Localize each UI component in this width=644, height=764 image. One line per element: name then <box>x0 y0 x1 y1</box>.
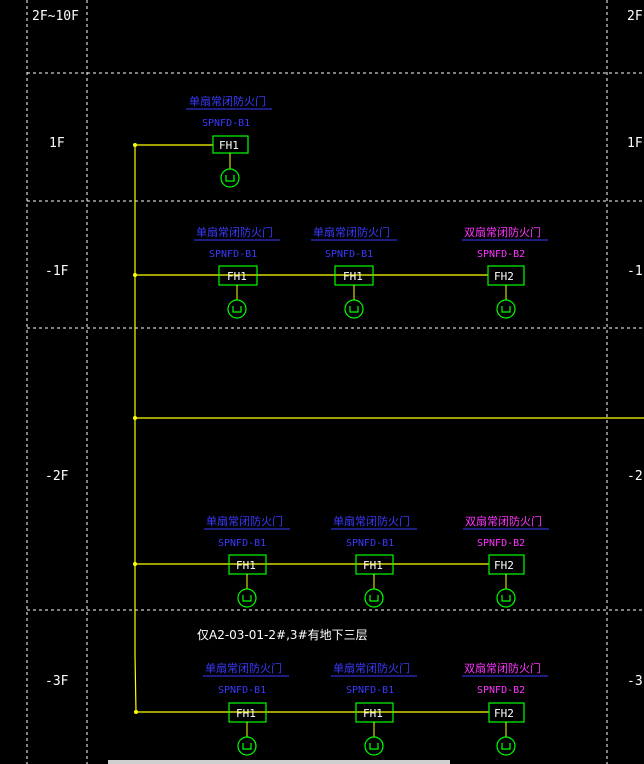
b2-door-2: 单扇常闭防火门 SPNFD-B1 FH1 <box>331 514 417 608</box>
door-name-label: 单扇常闭防火门 <box>206 514 283 528</box>
floor-label-right-b3: -3F <box>627 674 644 689</box>
floor-label-right-b2: -2F <box>627 469 644 484</box>
b3-door-3: 双扇常闭防火门 SPNFD-B2 FH2 <box>462 661 548 756</box>
socket-glyph <box>349 306 359 313</box>
door-release-socket-icon <box>237 588 257 608</box>
fh-module-label: FH1 <box>236 559 256 572</box>
door-release-socket-icon <box>220 168 240 188</box>
door-release-socket-icon <box>237 736 257 756</box>
socket-glyph <box>232 306 242 313</box>
socket-glyph <box>242 743 252 750</box>
socket-glyph <box>242 595 252 602</box>
door-name-label: 双扇常闭防火门 <box>465 514 542 528</box>
door-name-label: 双扇常闭防火门 <box>464 225 541 239</box>
door-release-socket-icon <box>364 588 384 608</box>
floor-label-b1: -1F <box>45 264 69 279</box>
b3-door-1: 单扇常闭防火门 SPNFD-B1 FH1 <box>203 661 289 756</box>
door-code-label: SPNFD-B2 <box>477 538 525 549</box>
fh-module-label: FH2 <box>494 707 514 720</box>
fh-module-label: FH2 <box>494 559 514 572</box>
b2-door-1: 单扇常闭防火门 SPNFD-B1 FH1 <box>204 514 290 608</box>
door-name-label: 单扇常闭防火门 <box>313 225 390 239</box>
fh-module-label: FH1 <box>227 270 247 283</box>
door-release-socket-icon <box>496 736 516 756</box>
socket-glyph <box>225 175 235 182</box>
junction-dot <box>133 273 137 277</box>
door-name-label: 单扇常闭防火门 <box>196 225 273 239</box>
junction-dot <box>133 562 137 566</box>
junction-dot <box>133 143 137 147</box>
door-code-label: SPNFD-B1 <box>218 538 266 549</box>
door-name-label: 单扇常闭防火门 <box>189 94 266 108</box>
fh-module-label: FH1 <box>219 139 239 152</box>
b1-door-1: 单扇常闭防火门 SPNFD-B1 FH1 <box>194 225 280 319</box>
door-name-label: 双扇常闭防火门 <box>464 661 541 675</box>
door-name-label: 单扇常闭防火门 <box>205 661 282 675</box>
fh-module-box[interactable] <box>218 265 258 286</box>
socket-glyph <box>501 595 511 602</box>
floor-label-right-top: 2F <box>627 9 643 24</box>
horizontal-scrollbar[interactable] <box>108 760 450 764</box>
socket-glyph <box>501 743 511 750</box>
junction-dot <box>134 710 138 714</box>
floor-label-2f-10f: 2F~10F <box>32 9 79 24</box>
door-code-label: SPNFD-B1 <box>209 249 257 260</box>
floor-label-b2: -2F <box>45 469 69 484</box>
fh-module-label: FH2 <box>494 270 514 283</box>
door-code-label: SPNFD-B2 <box>477 685 525 696</box>
door-code-label: SPNFD-B1 <box>346 538 394 549</box>
door-code-label: SPNFD-B1 <box>218 685 266 696</box>
b1-door-2: 单扇常闭防火门 SPNFD-B1 FH1 <box>311 225 397 319</box>
door-code-label: SPNFD-B1 <box>202 118 250 129</box>
door-release-socket-icon <box>227 299 247 319</box>
socket-glyph <box>369 595 379 602</box>
floor-label-right-1f: 1F <box>627 136 643 151</box>
socket-glyph <box>369 743 379 750</box>
door-code-label: SPNFD-B2 <box>477 249 525 260</box>
floor-label-b3: -3F <box>45 674 69 689</box>
fh-module-label: FH1 <box>363 559 383 572</box>
door-release-socket-icon <box>496 588 516 608</box>
door-release-socket-icon <box>344 299 364 319</box>
b3-door-2: 单扇常闭防火门 SPNFD-B1 FH1 <box>331 661 417 756</box>
door-name-label: 单扇常闭防火门 <box>333 661 410 675</box>
basement-b3-note: 仅A2-03-01-2#,3#有地下三层 <box>197 628 368 642</box>
main-trunk-line <box>134 145 137 713</box>
b1-door-3: 双扇常闭防火门 SPNFD-B2 FH2 <box>462 225 548 319</box>
fh-module-label: FH1 <box>343 270 363 283</box>
fh-module-label: FH1 <box>236 707 256 720</box>
door-release-socket-icon <box>364 736 384 756</box>
socket-glyph <box>501 306 511 313</box>
junction-dot <box>133 416 137 420</box>
door-release-socket-icon <box>496 299 516 319</box>
door-name-label: 单扇常闭防火门 <box>333 514 410 528</box>
door-code-label: SPNFD-B1 <box>325 249 373 260</box>
b2-door-3: 双扇常闭防火门 SPNFD-B2 FH2 <box>463 514 549 608</box>
fh-module-label: FH1 <box>363 707 383 720</box>
door-code-label: SPNFD-B1 <box>346 685 394 696</box>
floor-label-1f: 1F <box>49 136 65 151</box>
floor-label-right-b1: -1F <box>627 264 644 279</box>
